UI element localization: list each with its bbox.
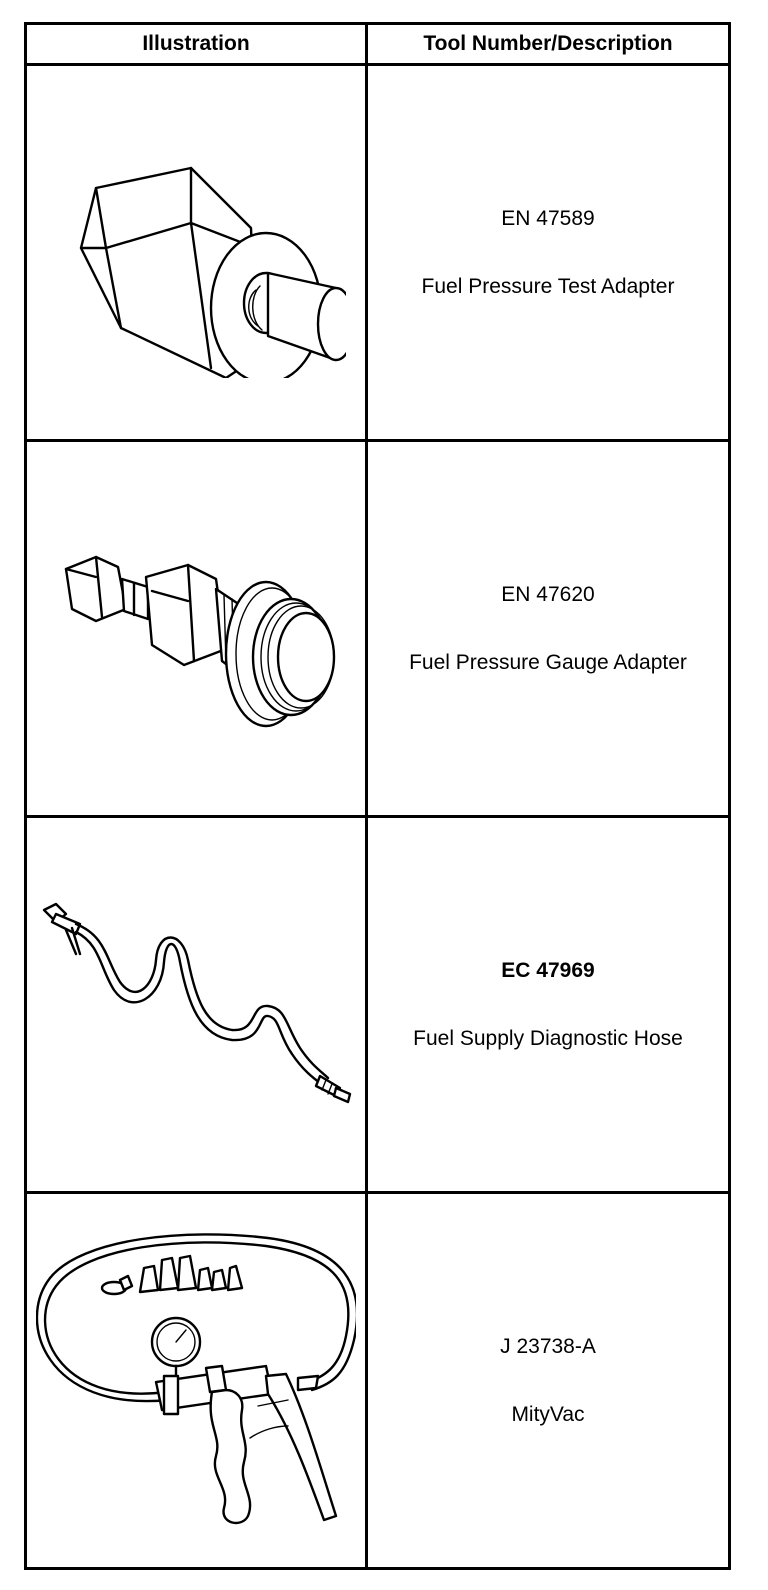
- special-tools-table: Illustration Tool Number/Description: [24, 22, 731, 1570]
- table-header-row: Illustration Tool Number/Description: [24, 22, 731, 66]
- table-row: J 23738-A MityVac: [24, 1191, 731, 1570]
- table-row: EC 47969 Fuel Supply Diagnostic Hose: [24, 815, 731, 1194]
- fuel-pressure-test-adapter-icon: [79, 166, 346, 378]
- tool-description: Fuel Supply Diagnostic Hose: [413, 1026, 683, 1050]
- mityvac-pump-icon: [36, 1232, 356, 1524]
- header-tool-number-description: Tool Number/Description: [365, 22, 731, 66]
- tool-number: J 23738-A: [500, 1334, 596, 1358]
- header-illustration: Illustration: [24, 22, 368, 66]
- tool-number: EN 47620: [501, 582, 595, 606]
- tool-info-cell: EN 47589 Fuel Pressure Test Adapter: [365, 63, 731, 442]
- table-row: EN 47620 Fuel Pressure Gauge Adapter: [24, 439, 731, 818]
- table-row: EN 47589 Fuel Pressure Test Adapter: [24, 63, 731, 442]
- tool-info-cell: EC 47969 Fuel Supply Diagnostic Hose: [365, 815, 731, 1194]
- tool-number: EN 47589: [501, 206, 595, 230]
- illustration-cell: [24, 439, 368, 818]
- tool-description: MityVac: [511, 1402, 585, 1426]
- tool-description: Fuel Pressure Gauge Adapter: [409, 650, 687, 674]
- fuel-pressure-gauge-adapter-icon: [64, 555, 336, 727]
- tool-info-cell: EN 47620 Fuel Pressure Gauge Adapter: [365, 439, 731, 818]
- tool-number: EC 47969: [501, 958, 595, 982]
- fuel-supply-diagnostic-hose-icon: [42, 902, 352, 1103]
- tool-description: Fuel Pressure Test Adapter: [421, 274, 675, 298]
- tool-info-cell: J 23738-A MityVac: [365, 1191, 731, 1570]
- illustration-cell: [24, 815, 368, 1194]
- illustration-cell: [24, 63, 368, 442]
- illustration-cell: [24, 1191, 368, 1570]
